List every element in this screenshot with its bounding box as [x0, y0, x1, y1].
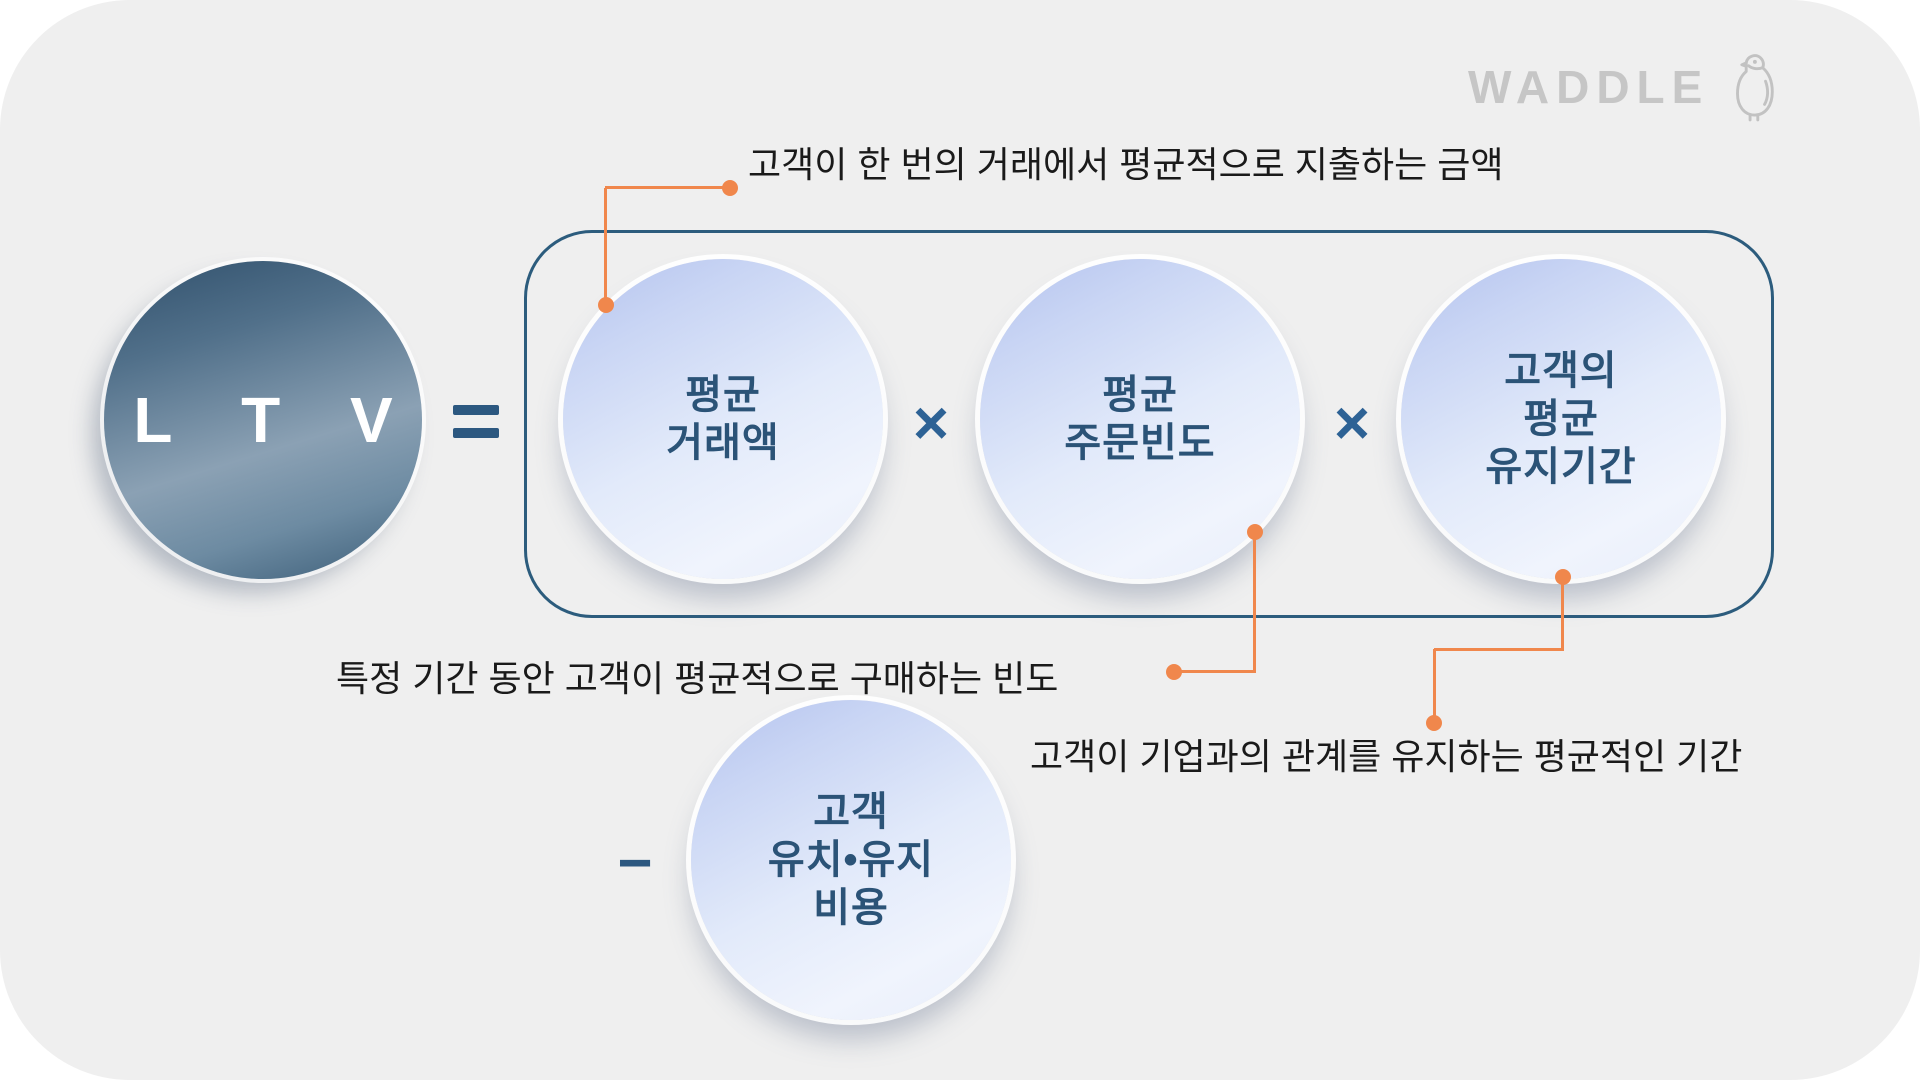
connector-1-horizontal-line — [605, 186, 731, 189]
formula-group-box — [524, 230, 1774, 618]
circle-label-acquisition-retention-cost: 고객 유치•유지 비용 — [767, 790, 935, 930]
circle-avg-retention-period: 고객의 평균 유지기간 — [1401, 259, 1721, 579]
circle-avg-order-frequency: 평균 주문빈도 — [980, 259, 1300, 579]
equals-bar-bottom — [453, 428, 499, 438]
equals-bar-top — [453, 405, 499, 415]
circle-label-avg-order-frequency: 평균 주문빈도 — [1064, 373, 1216, 465]
circle-label-avg-transaction-value: 평균 거래액 — [666, 373, 780, 465]
circle-avg-transaction-value: 평균 거래액 — [563, 259, 883, 579]
ltv-circle: L T V — [104, 261, 422, 579]
annotation-avg-retention-period: 고객이 기업과의 관계를 유지하는 평균적인 기간 — [1030, 736, 1743, 777]
brand-logo: WADDLE — [1468, 52, 1781, 122]
minus-sign: − — [617, 829, 653, 896]
annotation-avg-order-frequency: 특정 기간 동안 고객이 평균적으로 구매하는 빈도 — [336, 658, 1059, 699]
penguin-icon — [1736, 54, 1775, 122]
multiply-sign-1: × — [912, 389, 950, 458]
connector-3-vertical-line-lower — [1433, 649, 1436, 723]
circle-label-avg-retention-period: 고객의 평균 유지기간 — [1485, 349, 1637, 489]
connector-3-horizontal-line — [1434, 648, 1564, 651]
annotation-avg-transaction-value: 고객이 한 번의 거래에서 평균적으로 지출하는 금액 — [748, 144, 1504, 185]
equals-sign — [453, 405, 499, 438]
brand-logo-text: WADDLE — [1468, 61, 1710, 113]
connector-1-text-dot — [722, 180, 738, 196]
multiply-sign-2: × — [1333, 389, 1371, 458]
connector-2-text-dot — [1166, 664, 1182, 680]
connector-2-horizontal-line — [1174, 670, 1256, 673]
ltv-label: L T V — [133, 384, 419, 456]
circle-acquisition-retention-cost: 고객 유치•유지 비용 — [691, 700, 1011, 1020]
